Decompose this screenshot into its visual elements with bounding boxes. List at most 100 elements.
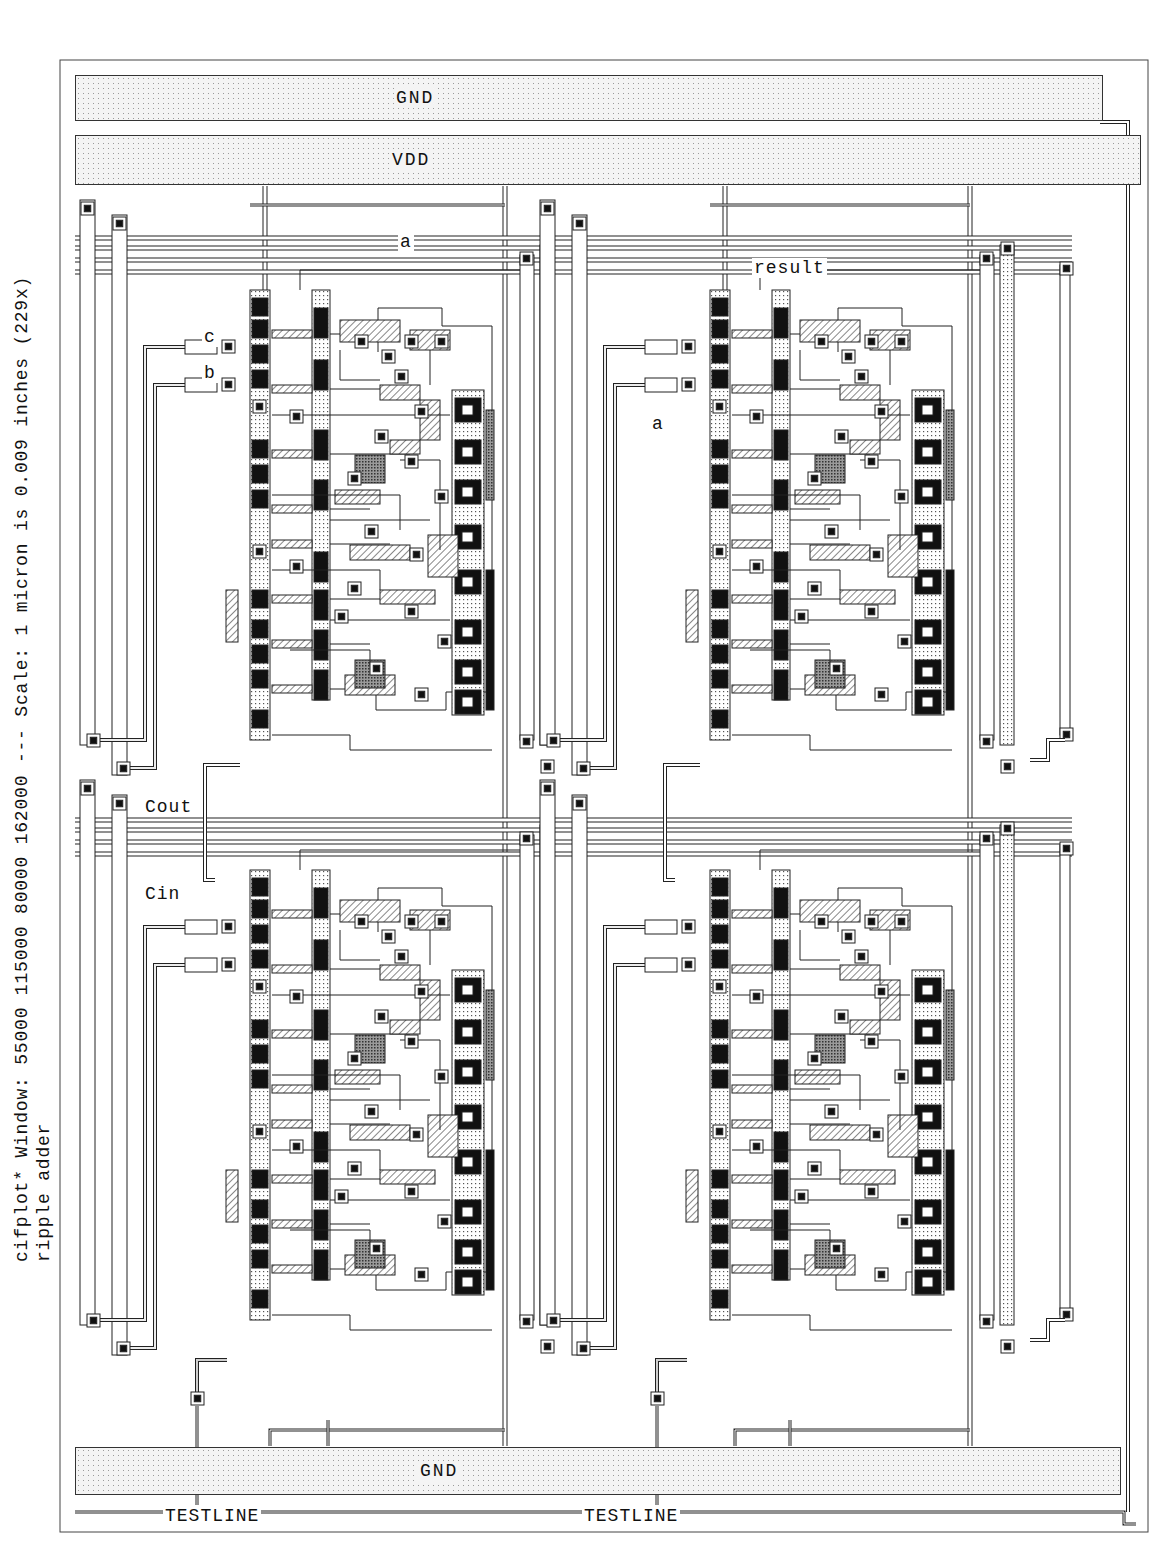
contact-core: [1004, 763, 1011, 770]
poly-gate: [226, 1170, 238, 1222]
input-stub: [185, 920, 217, 934]
contact-core: [580, 1345, 587, 1352]
poly-gate: [272, 1030, 312, 1038]
metal-trace: [100, 927, 185, 1320]
poly-gate: [272, 595, 312, 603]
contact-core: [868, 608, 875, 615]
metal2-piece: [335, 1070, 380, 1084]
contact-cut: [191, 1392, 204, 1405]
contact-core: [338, 1193, 345, 1200]
contact-cut: [253, 980, 266, 993]
contact-core: [385, 933, 392, 940]
contact-cut: [1060, 262, 1073, 275]
contact-cut: [355, 915, 368, 928]
contact-core: [358, 338, 365, 345]
contact-core: [1004, 825, 1011, 832]
signal-name: b: [202, 363, 218, 383]
diffusion-contact: [712, 900, 728, 918]
contact-core: [878, 1271, 885, 1278]
contact-core: [120, 1345, 127, 1352]
diffusion-contact: [712, 710, 728, 728]
diffusion-contact: [712, 490, 728, 508]
plot-frame: [60, 60, 1148, 1532]
diffusion-contact: [252, 1200, 268, 1218]
contact-cut: [290, 990, 303, 1003]
poly-strip: [572, 795, 587, 1355]
diffusion-column: [710, 870, 730, 1320]
contact-core: [413, 551, 420, 558]
metal-trace: [789, 1420, 792, 1446]
contact-core: [225, 343, 232, 350]
contact-core: [983, 255, 990, 262]
contact-cut: [253, 400, 266, 413]
diffusion-contact: [455, 1020, 481, 1044]
contact-cut: [355, 335, 368, 348]
contact-core: [873, 1131, 880, 1138]
contact-core: [418, 408, 425, 415]
diffusion-contact: [774, 360, 788, 390]
metal-trace-fill: [560, 347, 645, 740]
diffusion-contact: [712, 590, 728, 608]
diffusion-contact: [455, 440, 481, 464]
contact-cut: [375, 430, 388, 443]
contact-cut: [290, 1140, 303, 1153]
contact-core: [654, 1395, 661, 1402]
via-pad: [355, 660, 385, 688]
contact-core: [418, 1271, 425, 1278]
contact-cut: [405, 1185, 418, 1198]
poly-strip: [540, 200, 555, 745]
metal2-piece: [350, 545, 410, 560]
metal2-piece: [800, 900, 860, 922]
diffusion-contact: [455, 1200, 481, 1224]
diffusion-contact: [252, 440, 268, 458]
metal-trace: [330, 544, 390, 545]
metal-trace: [272, 1075, 400, 1110]
contact-core: [898, 338, 905, 345]
poly-strip: [80, 780, 95, 1325]
diffusion-contact: [915, 1060, 941, 1084]
contact-cut: [865, 605, 878, 618]
contact-cut: [348, 472, 361, 485]
metal-trace: [340, 350, 380, 380]
contact-core: [438, 918, 445, 925]
contact-cut: [1001, 242, 1014, 255]
contact-core: [225, 381, 232, 388]
diffusion-contact: [455, 1150, 481, 1174]
contact-core: [462, 405, 473, 415]
poly-strip: [1000, 245, 1014, 745]
metal-trace: [400, 1040, 440, 1130]
contact-core: [225, 961, 232, 968]
poly-gate: [732, 450, 772, 458]
contact-cut: [865, 915, 878, 928]
contact-core: [441, 1218, 448, 1225]
diffusion-edge: [946, 990, 954, 1080]
diffusion-contact: [314, 552, 328, 582]
contact-cut: [395, 950, 408, 963]
contact-cut: [435, 335, 448, 348]
contact-core: [462, 1277, 473, 1287]
contact-cut: [980, 252, 993, 265]
poly-gate: [272, 505, 312, 513]
diffusion-contact: [252, 465, 268, 483]
metal-trace: [197, 1360, 227, 1395]
contact-cut: [290, 410, 303, 423]
diffusion-contact: [915, 525, 941, 549]
contact-core: [753, 1143, 760, 1150]
contact-cut: [410, 548, 423, 561]
diffusion-contact: [915, 1270, 941, 1294]
poly-gate: [732, 1030, 772, 1038]
contact-cut: [830, 1242, 843, 1255]
metal-trace: [590, 385, 645, 768]
metal2-piece: [340, 320, 400, 342]
contact-core: [462, 487, 473, 497]
contact-core: [413, 1131, 420, 1138]
diffusion-contact: [774, 552, 788, 582]
contact-cut: [415, 1268, 428, 1281]
contact-core: [716, 983, 723, 990]
metal-trace: [330, 520, 430, 521]
power-rail: GND: [75, 1447, 1121, 1495]
diffusion-contact: [455, 480, 481, 504]
contact-cut: [682, 920, 695, 933]
metal2-piece: [428, 1115, 458, 1157]
poly-gate: [272, 1120, 312, 1128]
